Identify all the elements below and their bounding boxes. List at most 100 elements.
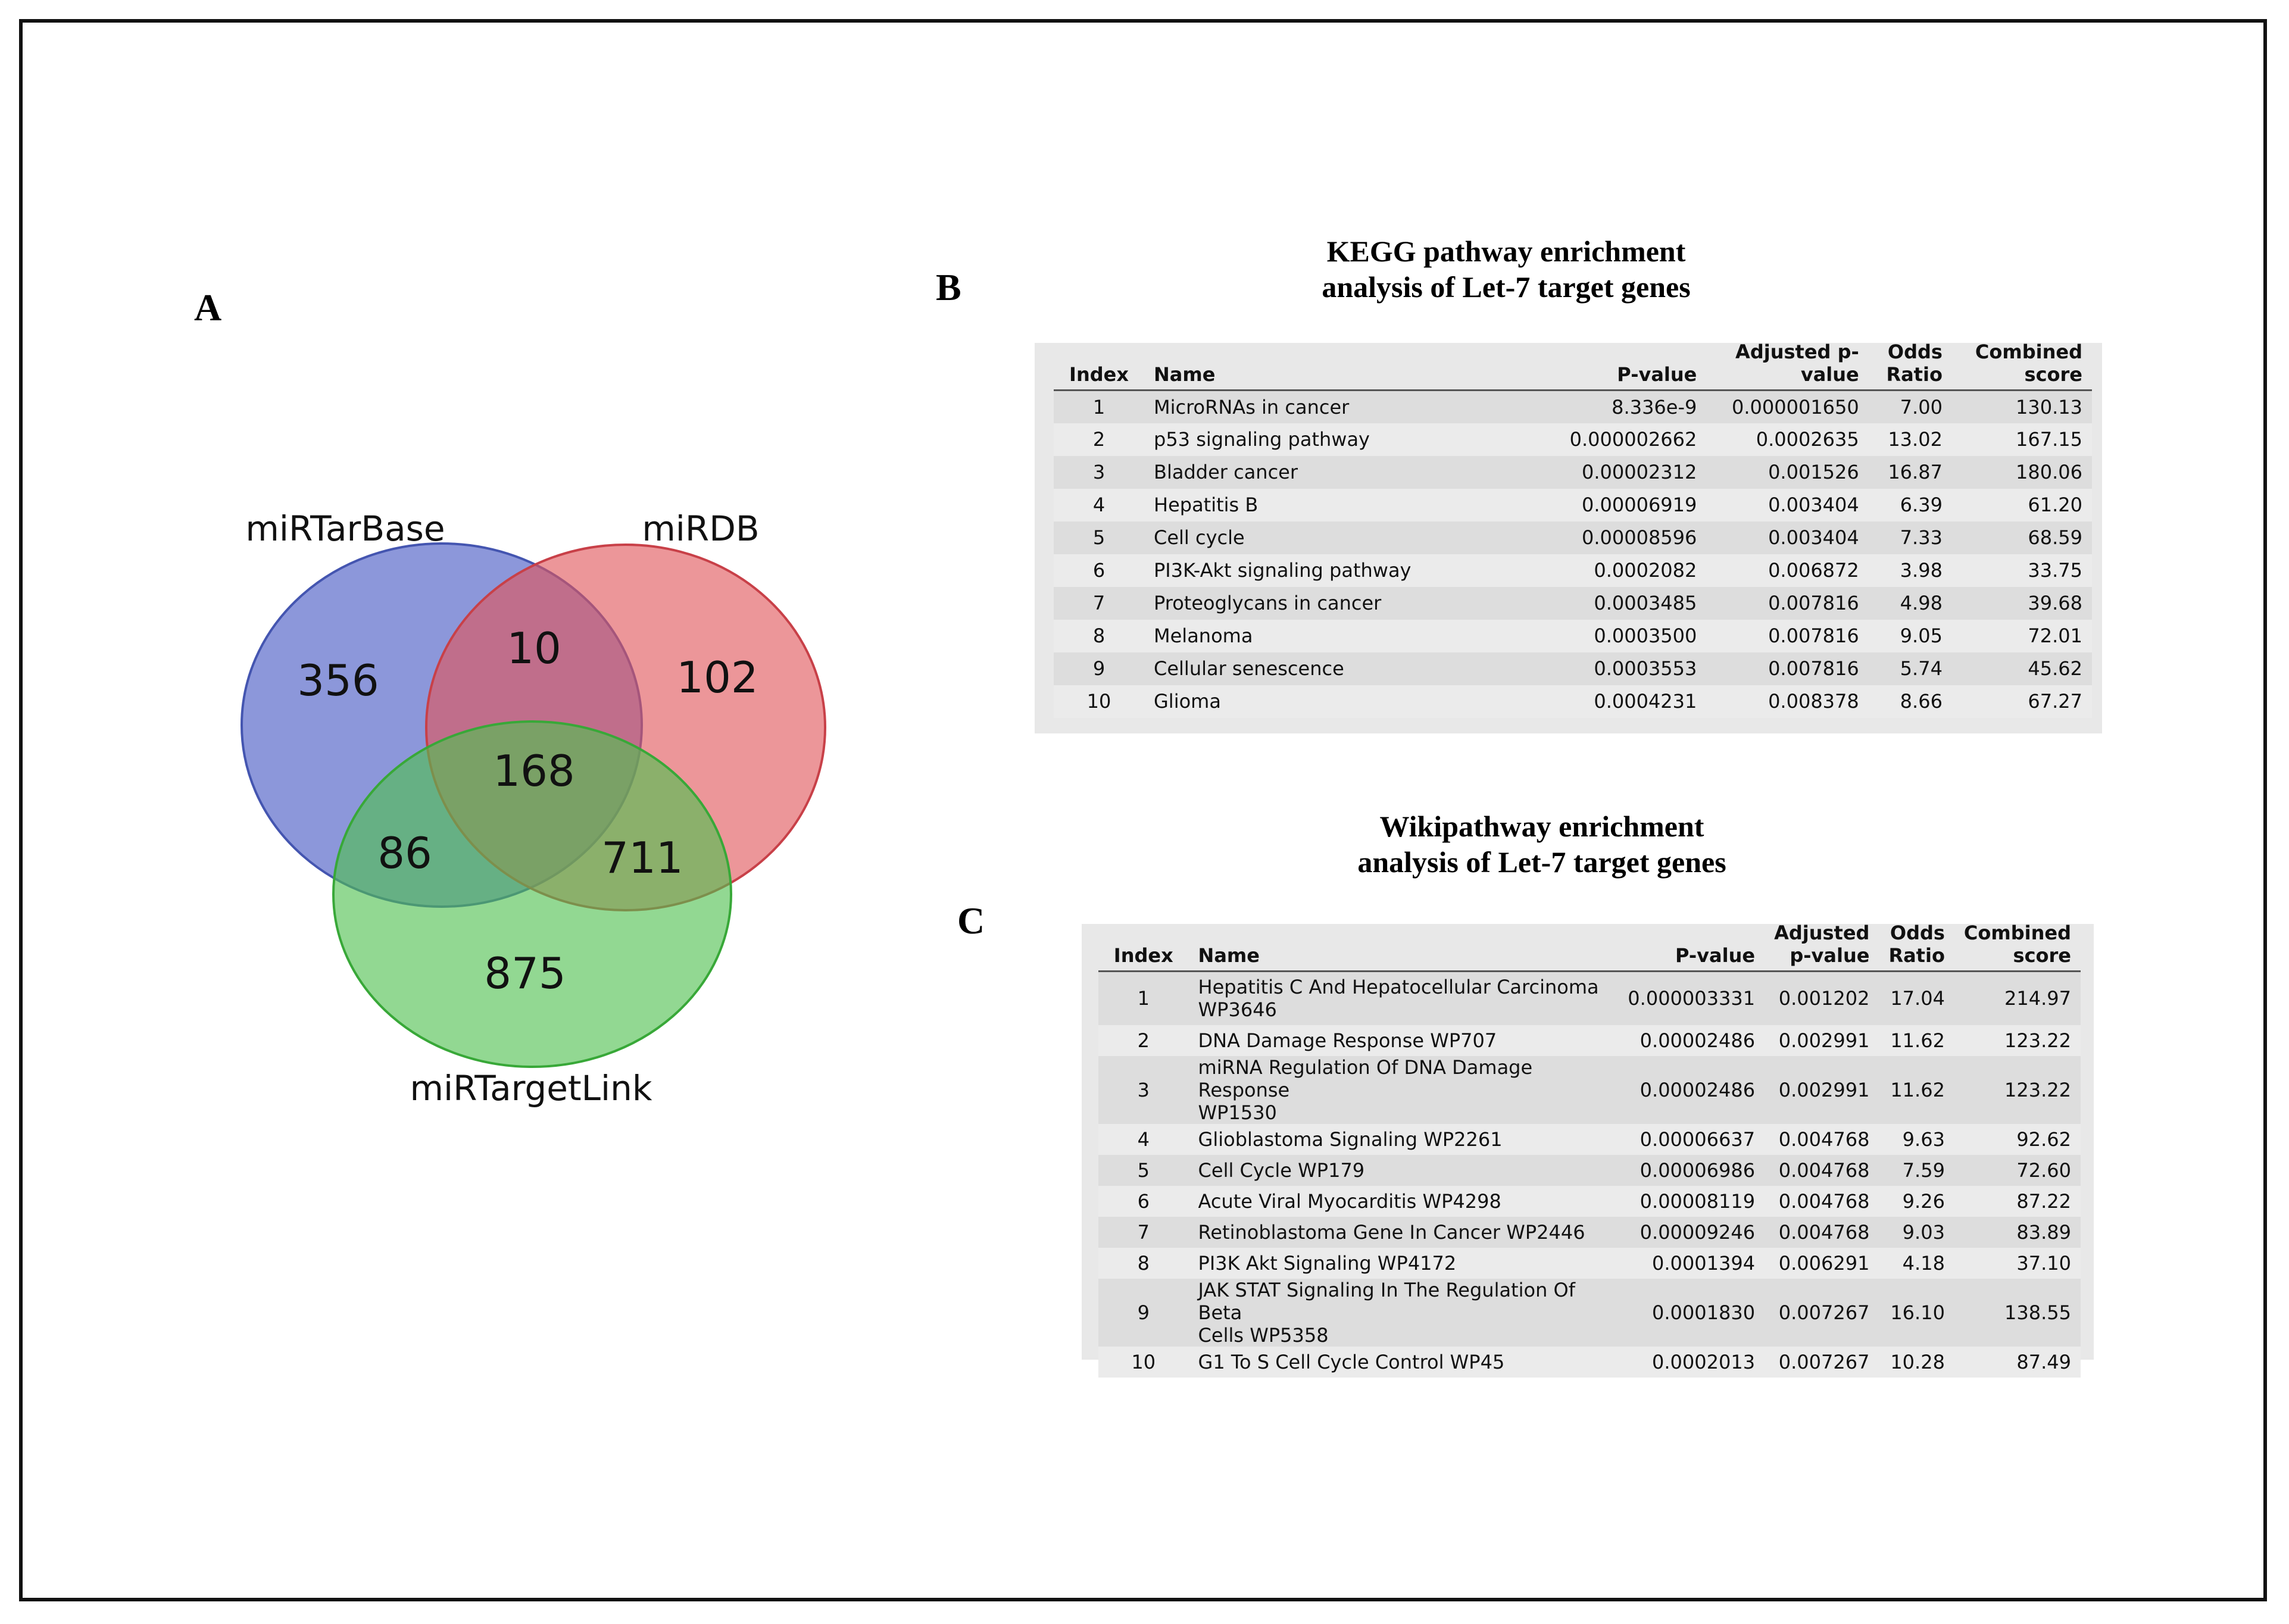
table-row: 10 G1 To S Cell Cycle Control WP45 0.00020… [1098, 1346, 2081, 1378]
row-odds-ratio: 16.10 [1890, 1301, 1945, 1324]
row-name: JAK STAT Signaling In The Regulation Of … [1189, 1279, 1619, 1347]
row-index: 10 [1131, 1350, 1156, 1373]
row-name-line1: Glioblastoma Signaling WP2261 [1198, 1128, 1503, 1151]
table-row: 3 miRNA Regulation Of DNA Damage Response… [1098, 1055, 2081, 1124]
row-pvalue: 0.00008596 [1581, 526, 1697, 549]
row-adjusted-pvalue: 0.000001650 [1731, 395, 1859, 419]
row-combined-score: 83.89 [2016, 1220, 2071, 1244]
panel-label-a: A [194, 286, 222, 329]
row-index: 2 [1137, 1029, 1150, 1052]
row-combined-score: 130.13 [2016, 395, 2082, 419]
panel-label-b: B [936, 266, 961, 308]
kegg-title-line2: analysis of Let-7 target genes [1322, 270, 1691, 304]
row-odds-ratio: 5.74 [1900, 657, 1943, 680]
kegg-table: Index Name P-value Adjusted p-value Odds… [1054, 341, 2092, 718]
row-combined-score: 72.60 [2016, 1158, 2071, 1182]
row-pvalue: 0.0002082 [1594, 559, 1697, 582]
row-combined-score: 39.68 [2028, 592, 2082, 614]
row-combined-score: 45.62 [2028, 657, 2082, 680]
row-pvalue: 0.0001394 [1652, 1251, 1756, 1275]
row-index: 3 [1092, 461, 1106, 483]
row-pvalue: 0.0002013 [1652, 1350, 1756, 1373]
row-combined-score: 214.97 [2004, 987, 2071, 1010]
row-index: 6 [1092, 559, 1106, 582]
row-name-line2: Cells WP5358 [1198, 1323, 1329, 1347]
row-pvalue: 0.00008119 [1640, 1189, 1756, 1213]
row-odds-ratio: 6.39 [1900, 494, 1943, 516]
row-combined-score: 72.01 [2028, 624, 2082, 647]
row-combined-score: 87.22 [2016, 1189, 2071, 1213]
wiki-header-combined-line1: Combined [1963, 922, 2071, 944]
wiki-table-title: Wikipathway enrichment analysis of Let-7… [1292, 808, 1792, 880]
row-name-line1: Cell Cycle WP179 [1198, 1158, 1365, 1182]
row-odds-ratio: 10.28 [1890, 1350, 1945, 1373]
row-pvalue: 0.000002662 [1569, 428, 1697, 451]
row-combined-score: 180.06 [2016, 461, 2082, 483]
venn-count-mirdb-only: 102 [676, 652, 758, 702]
row-pvalue: 0.000003331 [1628, 987, 1756, 1010]
row-index: 3 [1137, 1078, 1150, 1101]
kegg-table-background [1035, 343, 2102, 733]
row-combined-score: 92.62 [2016, 1128, 2071, 1151]
row-index: 5 [1137, 1158, 1150, 1182]
row-combined-score: 33.75 [2028, 559, 2082, 582]
row-index: 8 [1092, 624, 1106, 647]
row-odds-ratio: 7.33 [1900, 526, 1943, 549]
kegg-header-adjusted-line2: value [1800, 363, 1859, 386]
row-adjusted-pvalue: 0.007267 [1778, 1350, 1870, 1373]
row-index: 5 [1092, 526, 1106, 549]
row-pvalue: 0.0004231 [1594, 690, 1697, 713]
row-adjusted-pvalue: 0.006872 [1768, 559, 1859, 582]
wiki-header-name: Name [1198, 944, 1260, 967]
row-odds-ratio: 9.63 [1902, 1128, 1945, 1151]
row-name-line1: DNA Damage Response WP707 [1198, 1029, 1497, 1052]
row-odds-ratio: 11.62 [1890, 1029, 1945, 1052]
row-pvalue: 0.00002486 [1640, 1078, 1756, 1101]
wiki-title-line2: analysis of Let-7 target genes [1357, 845, 1726, 879]
row-index: 6 [1137, 1189, 1150, 1213]
row-index: 2 [1092, 428, 1106, 451]
row-pvalue: 0.0003500 [1594, 624, 1697, 647]
row-adjusted-pvalue: 0.007816 [1768, 592, 1859, 614]
venn-count-mirdb-mirtargetlink: 711 [601, 833, 683, 883]
row-pvalue: 0.00006986 [1640, 1158, 1756, 1182]
venn-set-label-mirdb: miRDB [642, 508, 759, 549]
row-name-line1: PI3K Akt Signaling WP4172 [1198, 1251, 1457, 1275]
row-name: Glioblastoma Signaling WP2261 [1189, 1124, 1619, 1155]
figure-frame [19, 19, 2267, 1601]
wiki-header-odds-line1: Odds [1890, 922, 1945, 944]
row-name-line1: G1 To S Cell Cycle Control WP45 [1198, 1350, 1505, 1373]
wiki-table-background [1082, 924, 2094, 1360]
row-odds-ratio: 3.98 [1900, 559, 1943, 582]
row-adjusted-pvalue: 0.008378 [1768, 690, 1859, 713]
row-combined-score: 67.27 [2028, 690, 2082, 713]
row-adjusted-pvalue: 0.001526 [1768, 461, 1859, 483]
row-name-line1: JAK STAT Signaling In The Regulation Of … [1198, 1278, 1575, 1324]
row-odds-ratio: 11.62 [1890, 1078, 1945, 1101]
row-adjusted-pvalue: 0.004768 [1778, 1128, 1870, 1151]
wiki-header-adjusted-line2: p-value [1790, 944, 1870, 967]
kegg-header-combined-line1: Combined [1975, 341, 2082, 363]
venn-count-mirtarbase-mirtargetlink: 86 [377, 828, 432, 878]
row-odds-ratio: 4.18 [1902, 1251, 1945, 1275]
row-pvalue: 0.0003553 [1594, 657, 1697, 680]
row-odds-ratio: 7.00 [1900, 395, 1943, 419]
